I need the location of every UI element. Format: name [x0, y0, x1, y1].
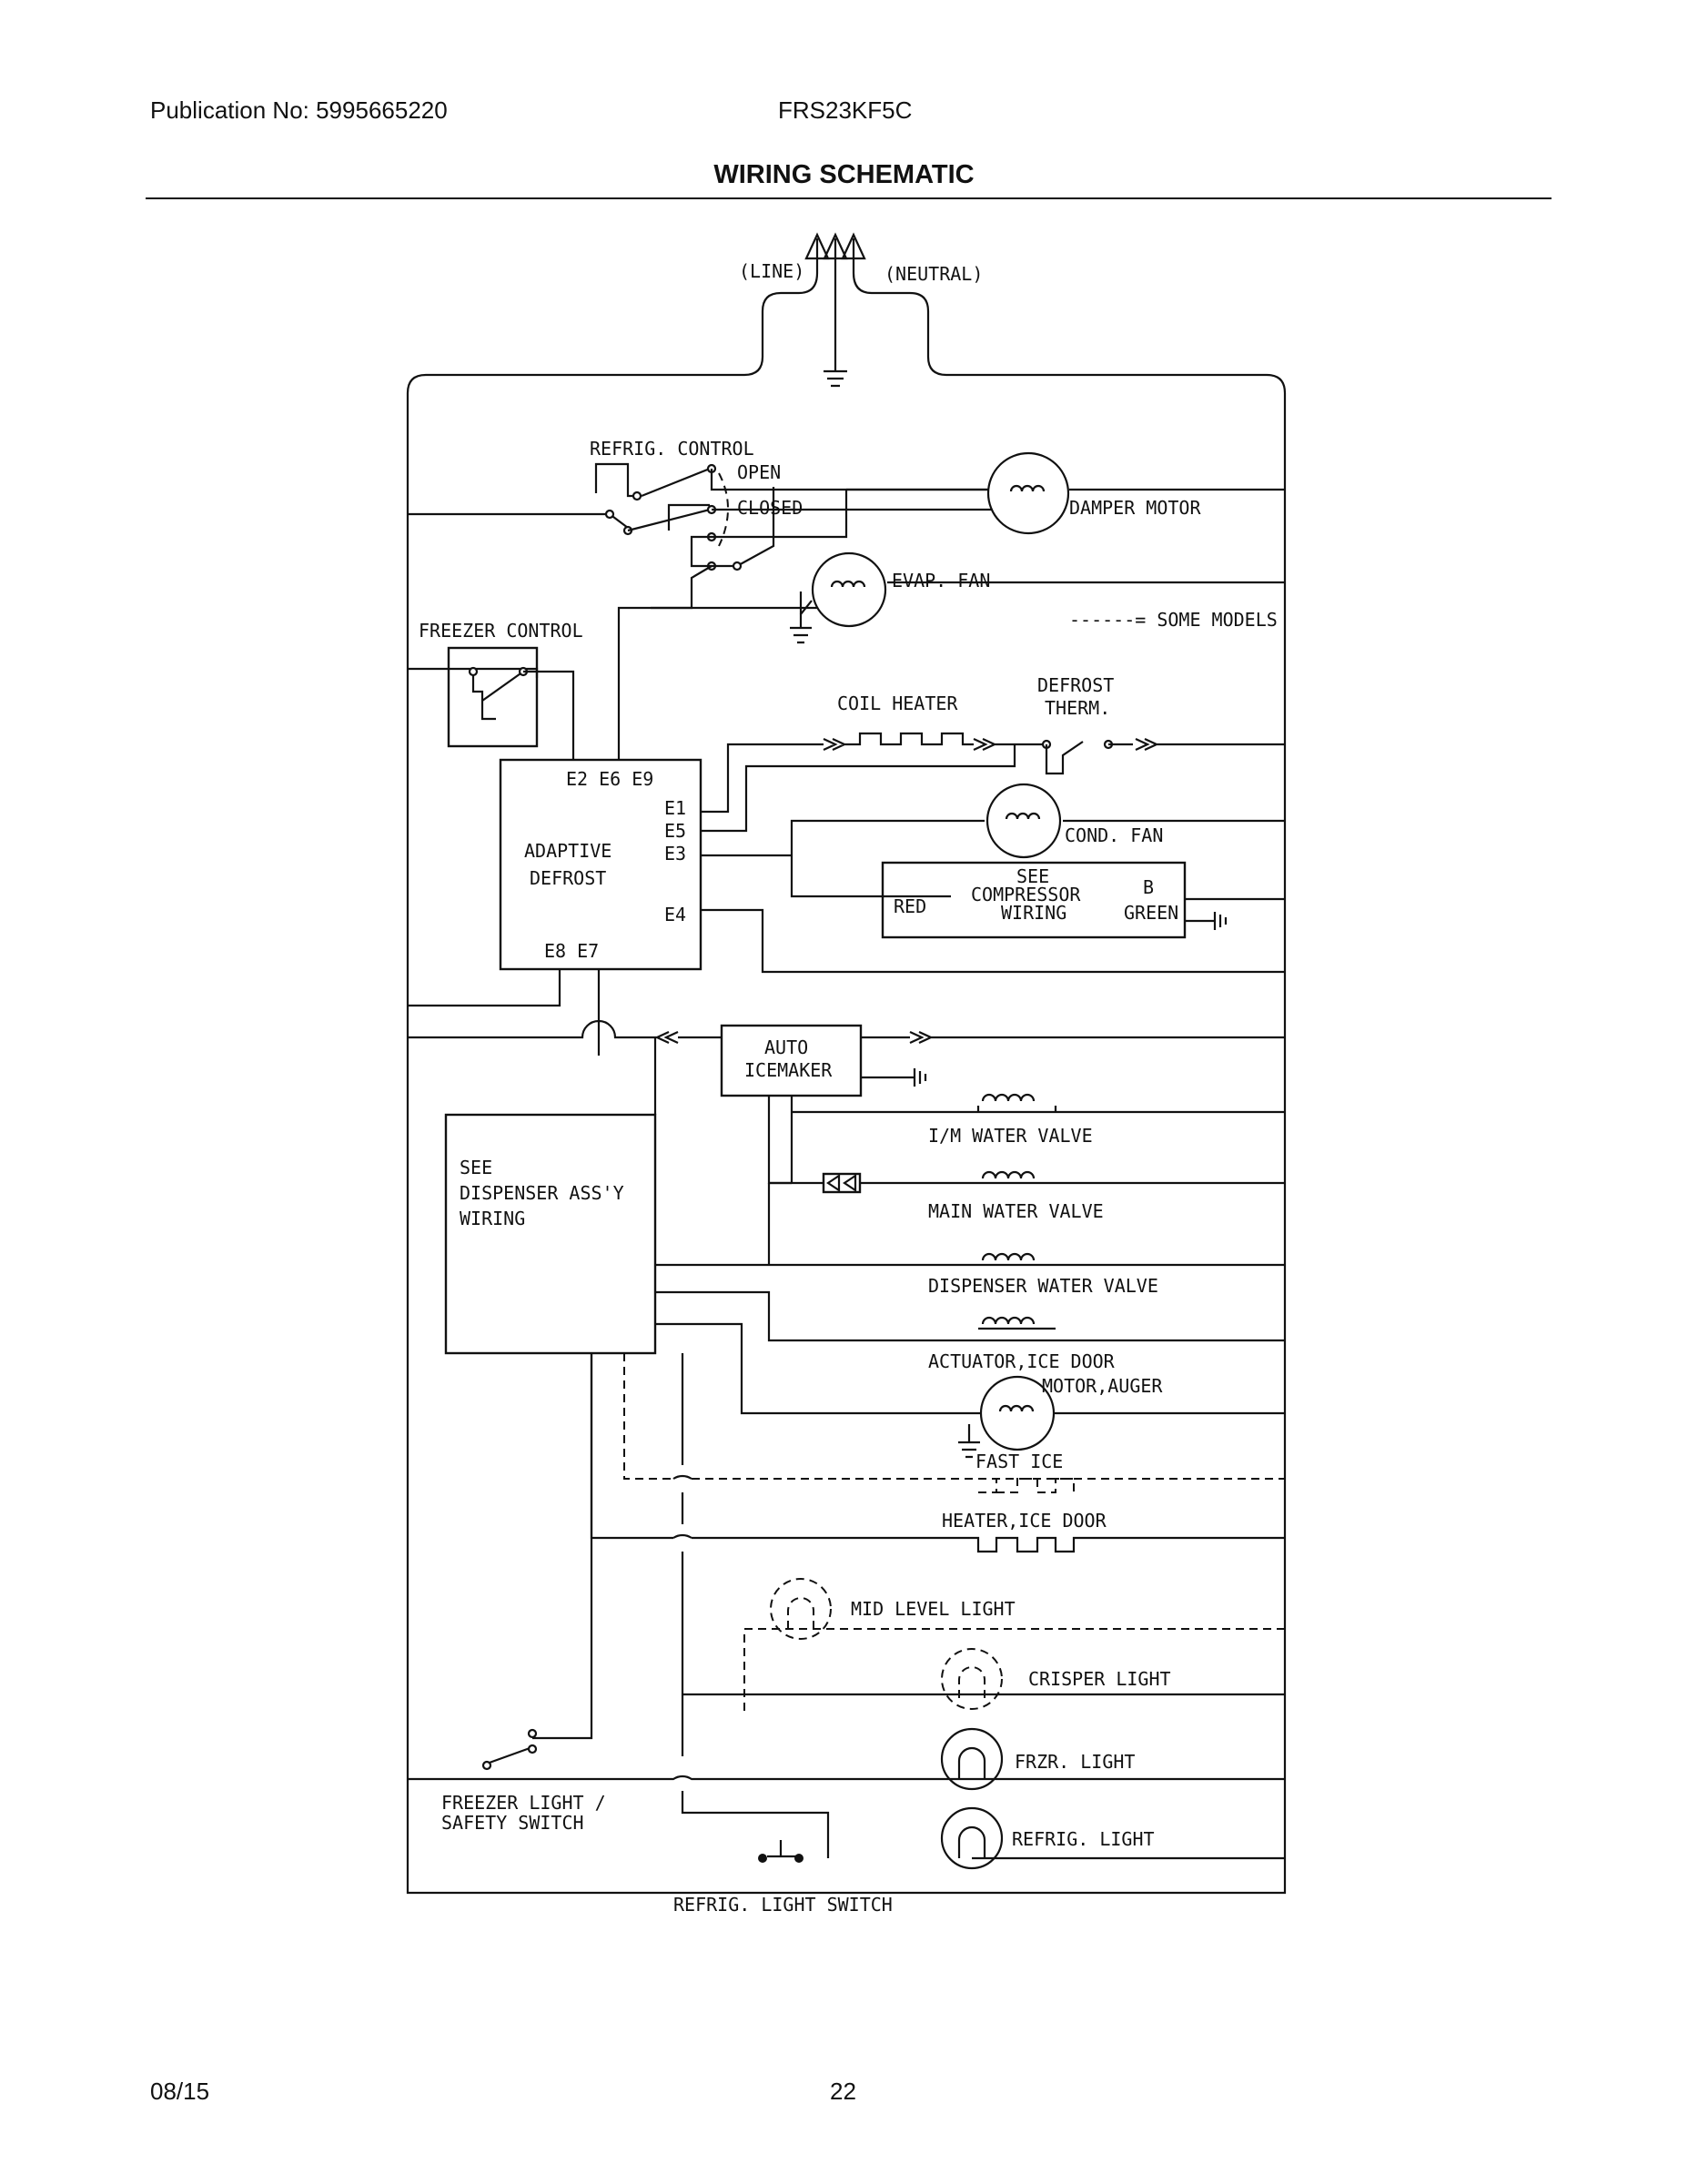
title-rule [146, 197, 1552, 199]
damper-motor-label: DAMPER MOTOR [1069, 497, 1201, 519]
adaptive-e5: E5 [664, 820, 686, 842]
frzr-light-label: FRZR. LIGHT [1015, 1751, 1135, 1773]
dispenser-box [444, 1037, 657, 1355]
adaptive-label-1: ADAPTIVE [524, 840, 612, 862]
page-title: WIRING SCHEMATIC [713, 160, 975, 189]
im-water-valve-label: I/M WATER VALVE [928, 1125, 1093, 1147]
closed-label: CLOSED [737, 497, 803, 519]
compressor-wiring-box [701, 861, 1285, 974]
actuator-ice-door-label: ACTUATOR,ICE DOOR [928, 1350, 1116, 1372]
compressor-wiring: WIRING [1001, 902, 1066, 924]
adaptive-e3: E3 [664, 843, 686, 864]
icemaker-label-2: ICEMAKER [744, 1059, 833, 1081]
refrig-control-label: REFRIG. CONTROL [590, 438, 754, 460]
freezer-light-switch-label-2: SAFETY SWITCH [441, 1812, 584, 1834]
motor-auger [655, 1322, 1285, 1459]
line-label: (LINE) [739, 260, 804, 282]
defrost-therm-label-2: THERM. [1045, 697, 1110, 719]
adaptive-e4: E4 [664, 904, 686, 925]
dispenser-water-valve-label: DISPENSER WATER VALVE [928, 1275, 1158, 1297]
actuator-ice-door [655, 1290, 1285, 1342]
main-water-valve [769, 1170, 1285, 1194]
coil-heater [701, 732, 1046, 833]
compressor-green: GREEN [1124, 902, 1178, 924]
dispenser-water-valve [655, 1183, 1285, 1267]
defrost-therm-label-1: DEFROST [1037, 674, 1114, 696]
fast-ice-heater [623, 1353, 1285, 1493]
evap-fan-label: EVAP. FAN [892, 570, 990, 592]
crisper-light [682, 1648, 1285, 1710]
footer-page-number: 22 [830, 2078, 856, 2105]
evap-fan [651, 551, 1285, 644]
compressor-label: COMPRESSOR [971, 884, 1081, 905]
damper-motor [846, 451, 1285, 535]
refrig-light [681, 1791, 1285, 1870]
heater-ice-door-label: HEATER,ICE DOOR [942, 1510, 1107, 1532]
compressor-see: SEE [1016, 865, 1049, 887]
fast-ice-label: FAST ICE [975, 1451, 1063, 1472]
compressor-b: B [1143, 876, 1154, 898]
adaptive-e-top: E2 E6 E9 [566, 768, 653, 790]
motor-auger-label: MOTOR,AUGER [1042, 1375, 1163, 1397]
freezer-control-label: FREEZER CONTROL [419, 620, 583, 642]
some-models-legend: ------= SOME MODELS [1069, 609, 1278, 631]
crisper-light-label: CRISPER LIGHT [1028, 1668, 1171, 1690]
refrig-light-switch [758, 1840, 804, 1863]
defrost-therm [1041, 738, 1285, 775]
power-cord [406, 232, 1287, 1895]
adaptive-e1: E1 [664, 797, 686, 819]
mid-level-light-label: MID LEVEL LIGHT [851, 1598, 1016, 1620]
refrig-light-switch-label: REFRIG. LIGHT SWITCH [673, 1894, 893, 1916]
freezer-light-switch-label-1: FREEZER LIGHT / [441, 1792, 606, 1814]
neutral-label: (NEUTRAL) [884, 263, 983, 285]
mid-level-light [743, 1578, 1286, 1711]
coil-heater-label: COIL HEATER [837, 693, 958, 714]
dispenser-wiring: WIRING [460, 1208, 525, 1229]
open-label: OPEN [737, 461, 781, 483]
freezer-light-switch [481, 1353, 593, 1771]
dispenser-see: SEE [460, 1157, 492, 1178]
cond-fan-label: COND. FAN [1065, 824, 1163, 846]
compressor-red: RED [894, 895, 926, 917]
cond-fan [701, 783, 1285, 898]
freezer-control [408, 646, 575, 760]
publication-number: Publication No: 5995665220 [150, 96, 448, 124]
im-water-valve [792, 1093, 1285, 1114]
model-number: FRS23KF5C [778, 96, 913, 124]
icemaker-label-1: AUTO [764, 1036, 808, 1058]
adaptive-defrost-board [408, 758, 702, 1037]
dispenser-label: DISPENSER ASS'Y [460, 1182, 624, 1204]
adaptive-e-bottom: E8 E7 [544, 940, 599, 962]
adaptive-label-2: DEFROST [530, 867, 606, 889]
refrig-light-label: REFRIG. LIGHT [1012, 1828, 1155, 1850]
frzr-light [408, 1727, 1285, 1791]
footer-date: 08/15 [150, 2078, 210, 2105]
main-water-valve-label: MAIN WATER VALVE [928, 1200, 1104, 1222]
